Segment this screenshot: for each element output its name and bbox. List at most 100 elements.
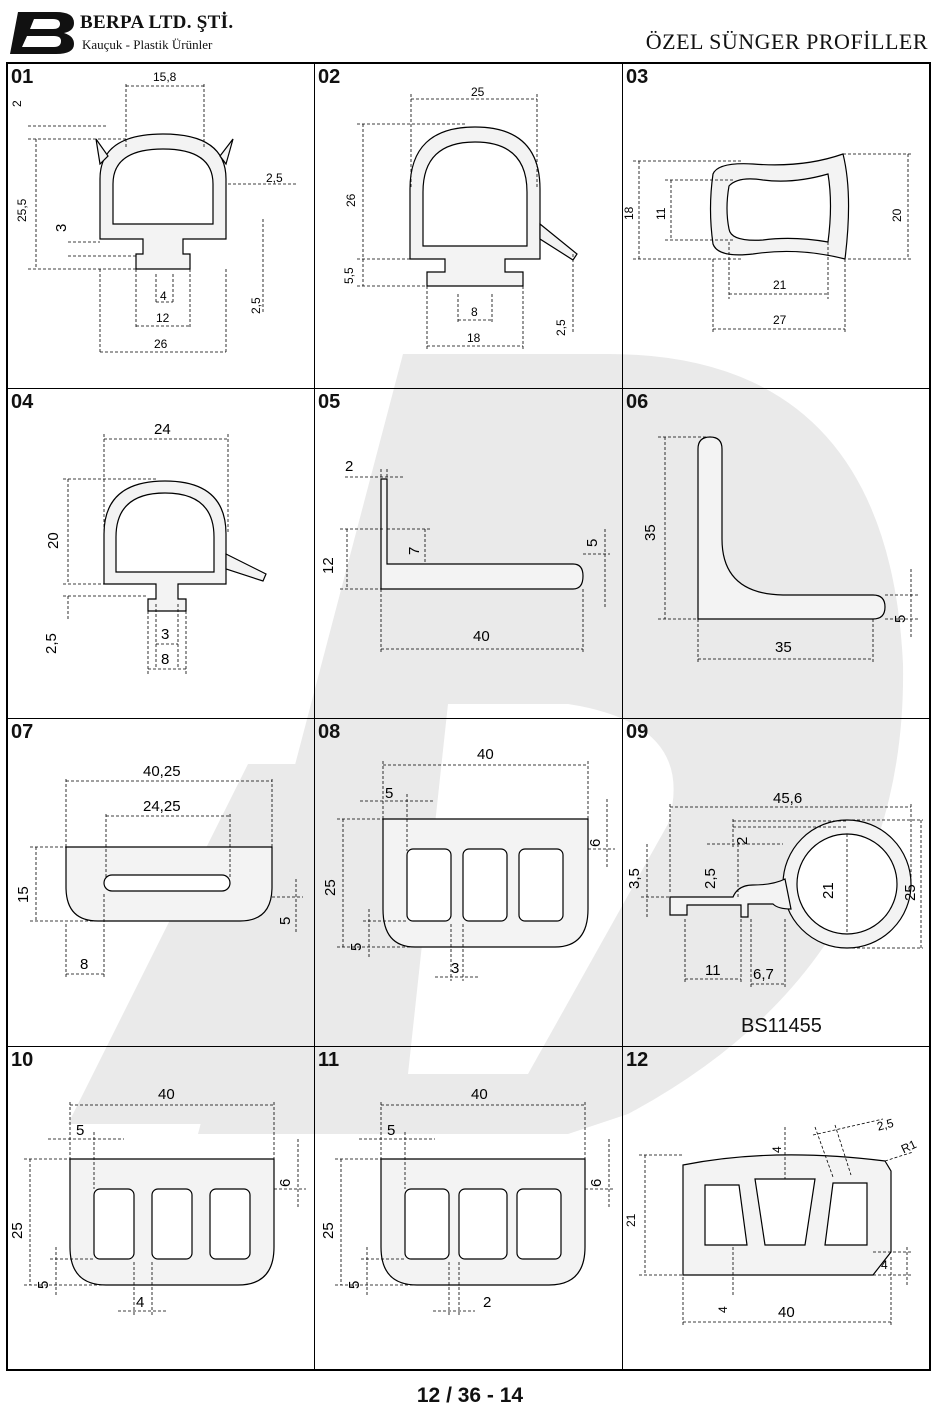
profile-06-drawing: 35 5 35 bbox=[642, 436, 918, 664]
dim-label: 2,5 bbox=[702, 868, 719, 889]
profile-card-04: 04 24 20 2,5 3 8 bbox=[8, 389, 315, 719]
profile-code: BS11455 bbox=[741, 1015, 822, 1037]
dim-label: 40,25 bbox=[143, 763, 181, 780]
dim-label: 26 bbox=[154, 337, 168, 351]
profile-number: 02 bbox=[318, 66, 341, 88]
dim-label: 20 bbox=[890, 208, 904, 222]
dim-label: 35 bbox=[775, 639, 792, 656]
dim-label: 4 bbox=[136, 1294, 144, 1311]
dim-label: 21 bbox=[624, 1213, 638, 1227]
dim-label: 8 bbox=[471, 305, 478, 319]
dim-label: 5 bbox=[76, 1122, 84, 1139]
dim-label: 25 bbox=[322, 879, 339, 896]
dim-label: 18 bbox=[623, 206, 636, 220]
profile-08-drawing: 40 5 25 6 5 3 bbox=[322, 746, 615, 981]
dim-label: 27 bbox=[773, 313, 787, 327]
dim-label: 5 bbox=[892, 615, 909, 623]
dim-label: 11 bbox=[705, 962, 721, 979]
profile-10-drawing: 40 5 25 6 5 4 bbox=[9, 1086, 306, 1315]
profile-card-11: 11 40 5 25 6 5 2 bbox=[315, 1047, 623, 1369]
profile-card-12: 12 4 2,5 R1 21 4 4 40 bbox=[623, 1047, 929, 1369]
dim-label: 3 bbox=[161, 626, 169, 643]
profile-12-drawing: 4 2,5 R1 21 4 4 40 bbox=[624, 1116, 919, 1327]
dim-label: 40 bbox=[158, 1086, 175, 1103]
dim-label: 6 bbox=[587, 839, 604, 847]
dim-label: 6 bbox=[277, 1179, 294, 1187]
profile-09-drawing: 45,6 2 3,5 2,5 21 25 11 6,7 bbox=[626, 790, 923, 989]
profile-07-drawing: 40,25 24,25 15 5 8 bbox=[15, 763, 303, 979]
profile-grid: 01 15,8 2 25,5 3 2,5 2,5 4 12 bbox=[6, 62, 931, 1371]
dim-label: 40 bbox=[471, 1086, 488, 1103]
catalog-title: ÖZEL SÜNGER PROFİLLER bbox=[645, 29, 928, 54]
profile-number: 09 bbox=[626, 721, 649, 743]
profile-number: 10 bbox=[11, 1049, 34, 1071]
dim-label: 2 bbox=[10, 100, 24, 107]
profile-02-drawing: 25 26 5,5 8 18 2,5 bbox=[342, 85, 578, 349]
page-number: 12 / 36 - 14 bbox=[416, 1384, 524, 1407]
profile-card-05: 05 2 12 7 5 40 bbox=[315, 389, 623, 719]
profile-card-10: 10 40 5 25 6 5 4 bbox=[8, 1047, 315, 1369]
dim-label: 2,5 bbox=[43, 633, 60, 654]
dim-label: 15,8 bbox=[153, 70, 177, 84]
dim-label: 2,5 bbox=[249, 297, 263, 314]
dim-label: 6 bbox=[588, 1179, 605, 1187]
profile-03-drawing: 18 11 20 21 27 bbox=[623, 153, 913, 334]
profile-11-drawing: 40 5 25 6 5 2 bbox=[320, 1086, 615, 1315]
dim-label: 21 bbox=[773, 278, 787, 292]
profile-card-06: 06 35 5 35 bbox=[623, 389, 929, 719]
company-name: BERPA LTD. ŞTİ. bbox=[80, 12, 234, 33]
dim-label: 3,5 bbox=[626, 868, 643, 889]
dim-label: 45,6 bbox=[773, 790, 802, 807]
profile-number: 08 bbox=[318, 721, 341, 743]
profile-card-08: 08 40 5 25 6 5 3 bbox=[315, 719, 623, 1047]
dim-label: 5 bbox=[277, 917, 294, 925]
dim-label: 8 bbox=[161, 651, 169, 668]
profile-01-drawing: 15,8 2 25,5 3 2,5 2,5 4 12 26 bbox=[10, 70, 298, 354]
dim-label: 15 bbox=[15, 886, 32, 903]
profile-number: 05 bbox=[318, 391, 341, 413]
dim-label: 21 bbox=[820, 882, 837, 899]
profile-card-09: 09 45,6 2 3,5 2,5 21 25 11 6,7 bbox=[623, 719, 929, 1047]
profile-card-03: 03 18 11 20 21 27 bbox=[623, 64, 929, 389]
dim-label: 5 bbox=[584, 539, 601, 547]
profile-04-drawing: 24 20 2,5 3 8 bbox=[43, 421, 267, 674]
dim-label: 40 bbox=[477, 746, 494, 763]
dim-label: 5,5 bbox=[342, 267, 356, 284]
dim-label: 5 bbox=[35, 1281, 52, 1289]
dim-label: 24 bbox=[154, 421, 171, 438]
dim-label: 35 bbox=[642, 524, 659, 541]
dim-label: 2 bbox=[734, 837, 751, 845]
berpa-logo bbox=[10, 12, 74, 54]
dim-label: 4 bbox=[881, 1258, 888, 1272]
dim-label: 5 bbox=[385, 785, 393, 802]
dim-label: 12 bbox=[320, 557, 337, 574]
dim-label: 2,5 bbox=[554, 319, 568, 336]
dim-label: 4 bbox=[716, 1306, 730, 1313]
dim-label: 18 bbox=[467, 331, 481, 345]
dim-label: 3 bbox=[451, 960, 459, 977]
profile-card-01: 01 15,8 2 25,5 3 2,5 2,5 4 12 bbox=[8, 64, 315, 389]
page-header: BERPA LTD. ŞTİ. Kauçuk - Plastik Ürünler… bbox=[0, 0, 940, 62]
profile-card-07: 07 40,25 24,25 15 5 8 bbox=[8, 719, 315, 1047]
company-tagline: Kauçuk - Plastik Ürünler bbox=[82, 37, 213, 52]
dim-label: 25 bbox=[471, 85, 485, 99]
profile-number: 06 bbox=[626, 391, 649, 413]
profile-number: 04 bbox=[11, 391, 34, 413]
dim-label: 5 bbox=[387, 1122, 395, 1139]
dim-label: 25 bbox=[320, 1222, 337, 1239]
dim-label: 12 bbox=[156, 311, 170, 325]
profile-05-drawing: 2 12 7 5 40 bbox=[320, 458, 610, 654]
dim-label: 8 bbox=[80, 956, 88, 973]
dim-label: 2 bbox=[483, 1294, 491, 1311]
dim-label: 25,5 bbox=[15, 198, 29, 222]
profile-number: 11 bbox=[318, 1049, 340, 1071]
dim-label: 5 bbox=[346, 1281, 363, 1289]
dim-label: 2,5 bbox=[266, 171, 283, 185]
dim-label: R1 bbox=[899, 1137, 919, 1156]
profile-number: 12 bbox=[626, 1049, 649, 1071]
dim-label: 20 bbox=[45, 532, 62, 549]
dim-label: 4 bbox=[160, 289, 167, 303]
dim-label: 3 bbox=[53, 224, 70, 232]
dim-label: 24,25 bbox=[143, 798, 181, 815]
profile-number: 01 bbox=[11, 66, 34, 88]
